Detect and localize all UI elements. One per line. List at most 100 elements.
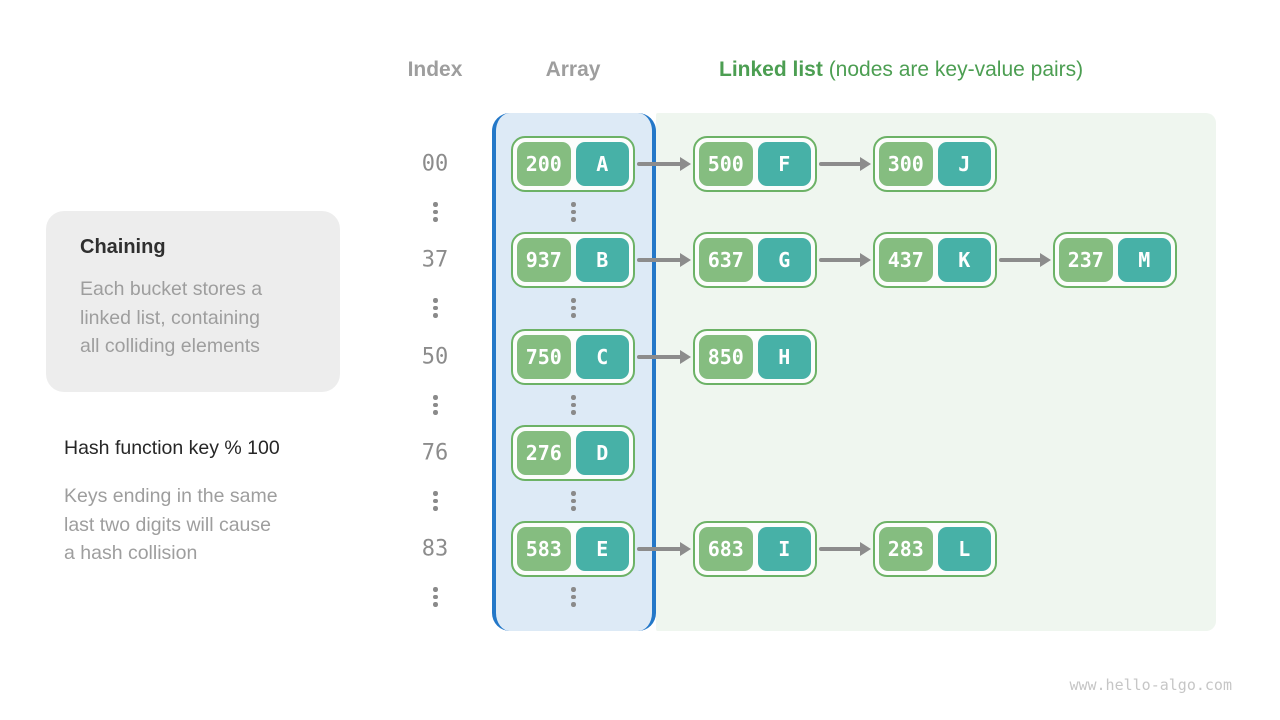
dot bbox=[433, 602, 438, 607]
dot bbox=[571, 202, 576, 207]
dot bbox=[571, 594, 576, 599]
pointer-arrow-head-icon bbox=[860, 253, 871, 267]
ellipsis-dots-icon bbox=[433, 202, 438, 222]
dot bbox=[571, 491, 576, 496]
pointer-arrow bbox=[637, 157, 691, 171]
node-value-cell: K bbox=[937, 238, 991, 282]
pointer-arrow bbox=[819, 253, 871, 267]
pointer-arrow-line bbox=[637, 547, 682, 551]
node-value-cell: D bbox=[575, 431, 629, 475]
pointer-arrow-head-icon bbox=[680, 253, 691, 267]
dot bbox=[433, 410, 438, 415]
pointer-arrow-head-icon bbox=[860, 542, 871, 556]
pointer-arrow bbox=[637, 253, 691, 267]
node-value-cell: M bbox=[1117, 238, 1171, 282]
node-key-cell: 283 bbox=[879, 527, 933, 571]
linked-list-column-header: Linked list (nodes are key-value pairs) bbox=[719, 58, 1083, 82]
pointer-arrow-head-icon bbox=[860, 157, 871, 171]
ellipsis-dots-icon bbox=[433, 587, 438, 607]
dot bbox=[571, 298, 576, 303]
pointer-arrow bbox=[819, 157, 871, 171]
index-label: 76 bbox=[421, 440, 449, 466]
dot bbox=[433, 217, 438, 222]
node-key-cell: 637 bbox=[699, 238, 753, 282]
index-label: 37 bbox=[421, 247, 449, 273]
index-label: 50 bbox=[421, 344, 449, 370]
pointer-arrow bbox=[637, 542, 691, 556]
chaining-description: Each bucket stores a linked list, contai… bbox=[80, 278, 263, 357]
ellipsis-dots-icon bbox=[433, 491, 438, 511]
dot bbox=[433, 402, 438, 407]
dot bbox=[571, 506, 576, 511]
pointer-arrow-line bbox=[637, 355, 682, 359]
node-key-cell: 437 bbox=[879, 238, 933, 282]
node-value-cell: C bbox=[575, 335, 629, 379]
dot bbox=[433, 313, 438, 318]
dot bbox=[433, 587, 438, 592]
node-value-cell: G bbox=[757, 238, 811, 282]
dot bbox=[433, 498, 438, 503]
pointer-arrow bbox=[819, 542, 871, 556]
dot bbox=[571, 209, 576, 214]
pointer-arrow-line bbox=[819, 162, 862, 166]
dot bbox=[433, 395, 438, 400]
node-value-cell: H bbox=[757, 335, 811, 379]
dot bbox=[433, 298, 438, 303]
node-key-cell: 276 bbox=[517, 431, 571, 475]
hash-collision-note: Keys ending in the same last two digits … bbox=[64, 485, 278, 564]
dot bbox=[571, 395, 576, 400]
pointer-arrow bbox=[999, 253, 1051, 267]
node-value-cell: J bbox=[937, 142, 991, 186]
pointer-arrow-line bbox=[999, 258, 1042, 262]
dot bbox=[433, 506, 438, 511]
index-column-header: Index bbox=[407, 58, 463, 81]
dot bbox=[433, 594, 438, 599]
dot bbox=[433, 209, 438, 214]
node-value-cell: E bbox=[575, 527, 629, 571]
dot bbox=[433, 491, 438, 496]
hash-function-label: Hash function key % 100 bbox=[64, 437, 280, 459]
pointer-arrow-head-icon bbox=[680, 542, 691, 556]
array-column-header: Array bbox=[545, 58, 601, 81]
dot bbox=[571, 217, 576, 222]
linked-list-header-bold: Linked list bbox=[719, 58, 823, 81]
dot bbox=[571, 313, 576, 318]
node-key-cell: 750 bbox=[517, 335, 571, 379]
chaining-title: Chaining bbox=[80, 236, 166, 258]
ellipsis-dots-icon bbox=[571, 491, 576, 511]
dot bbox=[571, 587, 576, 592]
linked-list-header-note: (nodes are key-value pairs) bbox=[822, 58, 1084, 81]
ellipsis-dots-icon bbox=[433, 298, 438, 318]
dot bbox=[571, 402, 576, 407]
dot bbox=[571, 498, 576, 503]
dot bbox=[433, 202, 438, 207]
pointer-arrow-head-icon bbox=[680, 350, 691, 364]
pointer-arrow-line bbox=[637, 258, 682, 262]
node-value-cell: L bbox=[937, 527, 991, 571]
ellipsis-dots-icon bbox=[571, 587, 576, 607]
node-key-cell: 583 bbox=[517, 527, 571, 571]
dot bbox=[571, 602, 576, 607]
node-key-cell: 200 bbox=[517, 142, 571, 186]
dot bbox=[571, 410, 576, 415]
node-key-cell: 237 bbox=[1059, 238, 1113, 282]
ellipsis-dots-icon bbox=[571, 202, 576, 222]
node-value-cell: B bbox=[575, 238, 629, 282]
chaining-callout-box: Chaining Each bucket stores a linked lis… bbox=[46, 211, 340, 392]
node-value-cell: F bbox=[757, 142, 811, 186]
node-value-cell: A bbox=[575, 142, 629, 186]
pointer-arrow-line bbox=[819, 547, 862, 551]
